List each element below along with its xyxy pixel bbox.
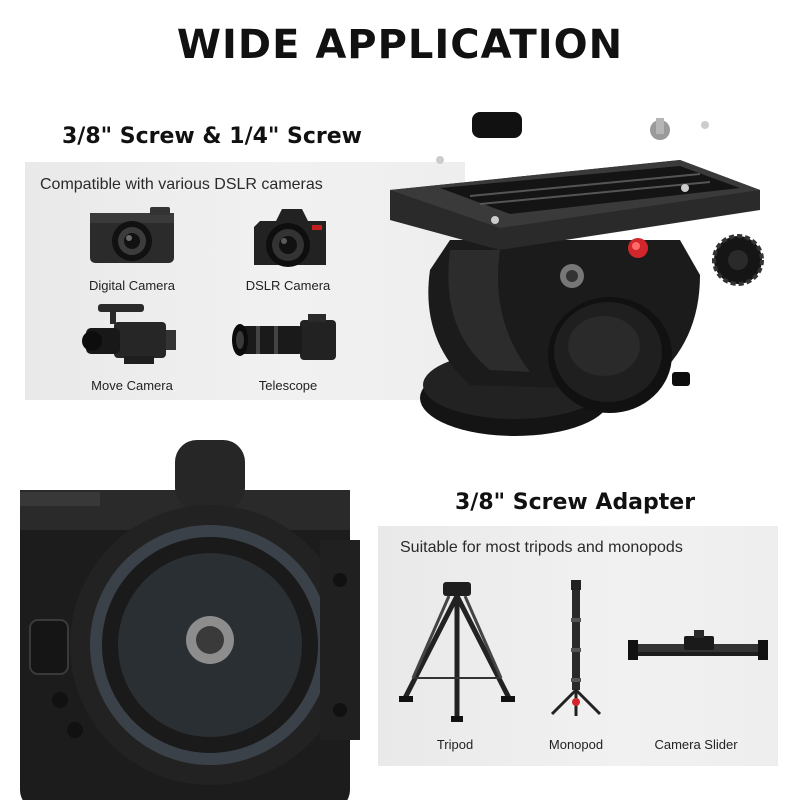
item-label-move-camera: Move Camera (91, 378, 173, 393)
camera-slider-icon (628, 630, 768, 670)
item-label-dslr-camera: DSLR Camera (245, 278, 331, 293)
section2-heading: 3/8" Screw Adapter (455, 490, 696, 515)
section1-caption: Compatible with various DSLR cameras (40, 176, 323, 193)
digital-camera-icon (86, 205, 178, 269)
item-label-telescope: Telescope (258, 378, 318, 393)
monopod-icon (546, 578, 606, 728)
dslr-camera-icon (246, 203, 334, 273)
fluid-head-bottom-view-image (0, 440, 390, 800)
video-camera-icon (80, 300, 180, 372)
section2-caption: Suitable for most tripods and monopods (400, 539, 683, 556)
item-label-camera-slider: Camera Slider (654, 737, 738, 752)
item-label-digital-camera: Digital Camera (89, 278, 175, 293)
fluid-head-product-image (380, 100, 780, 450)
tripod-icon (395, 578, 519, 728)
telephoto-camera-icon (230, 312, 340, 368)
item-label-tripod: Tripod (436, 737, 474, 752)
section1-heading: 3/8" Screw & 1/4" Screw (62, 124, 363, 149)
item-label-monopod: Monopod (548, 737, 604, 752)
page-title: WIDE APPLICATION (176, 22, 624, 68)
